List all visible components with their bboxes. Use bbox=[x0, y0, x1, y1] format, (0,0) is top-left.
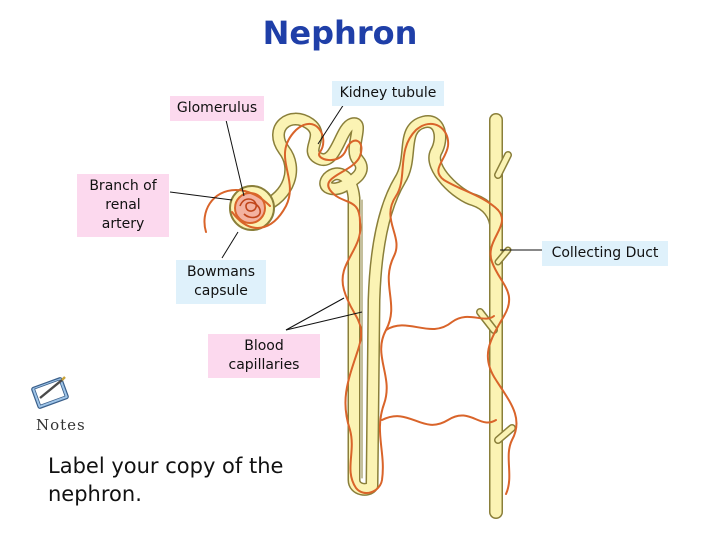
leader-lines bbox=[169, 103, 542, 331]
label-collecting-duct: Collecting Duct bbox=[542, 241, 668, 266]
kidney-tubule bbox=[255, 112, 503, 496]
label-bowmans-capsule: Bowmans capsule bbox=[176, 260, 266, 304]
glomerulus-knot bbox=[239, 198, 261, 219]
blood-capillaries bbox=[203, 122, 518, 495]
label-kidney-tubule: Kidney tubule bbox=[332, 81, 444, 106]
label-blood-capillaries: Blood capillaries bbox=[208, 334, 320, 378]
notes-label: Notes bbox=[36, 416, 86, 434]
collecting-duct bbox=[476, 113, 516, 519]
label-glomerulus: Glomerulus bbox=[170, 96, 264, 121]
notebook-pen-icon bbox=[31, 376, 69, 409]
instruction-text: Label your copy of the nephron. bbox=[48, 454, 284, 506]
bowmans-capsule bbox=[229, 185, 275, 231]
diagram-title: Nephron bbox=[262, 14, 418, 52]
label-branch-of-renal-artery: Branch of renal artery bbox=[77, 174, 169, 237]
